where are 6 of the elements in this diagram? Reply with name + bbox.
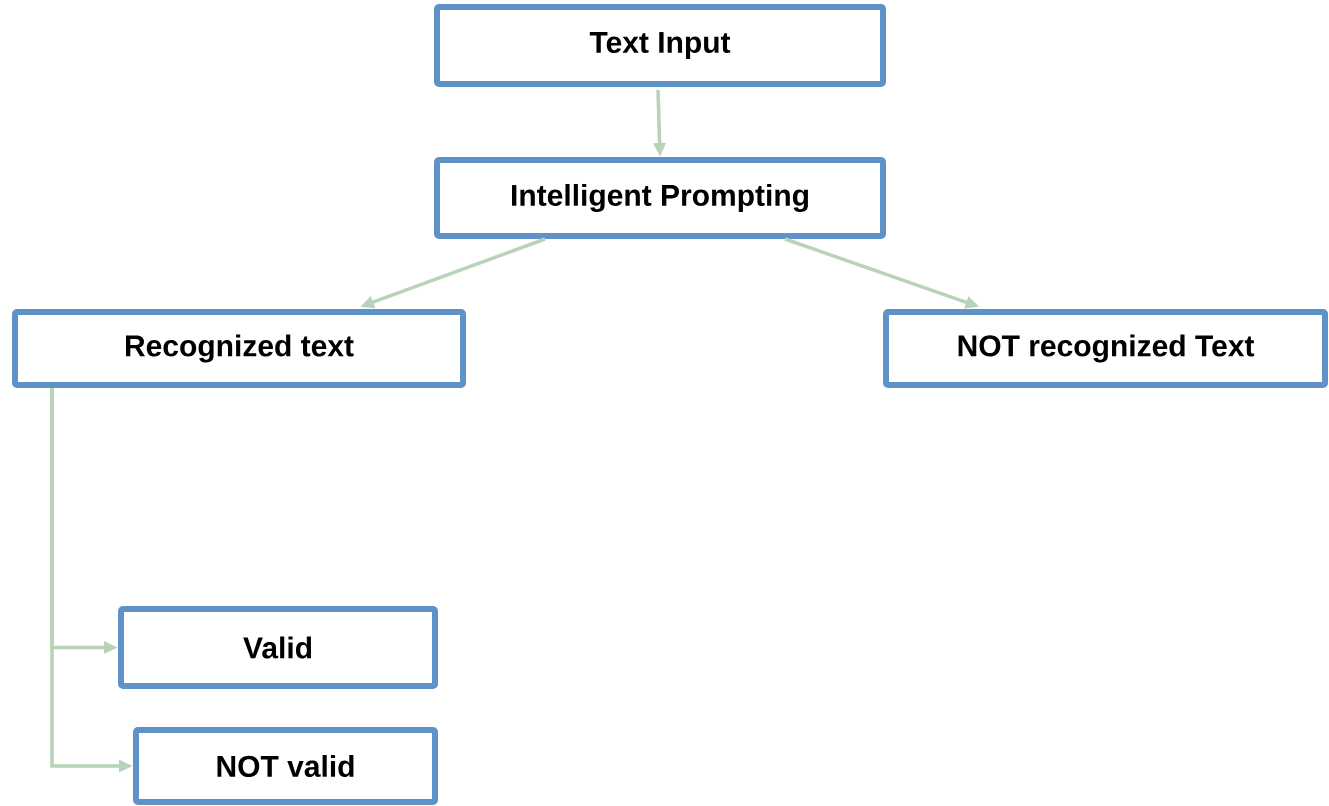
process-box: Valid [118,606,438,689]
process-box: NOT recognized Text [883,309,1328,388]
process-box: Recognized text [12,309,466,388]
process-box: Text Input [434,4,886,87]
process-box: Intelligent Prompting [434,157,886,239]
process-box: NOT valid [133,727,438,805]
